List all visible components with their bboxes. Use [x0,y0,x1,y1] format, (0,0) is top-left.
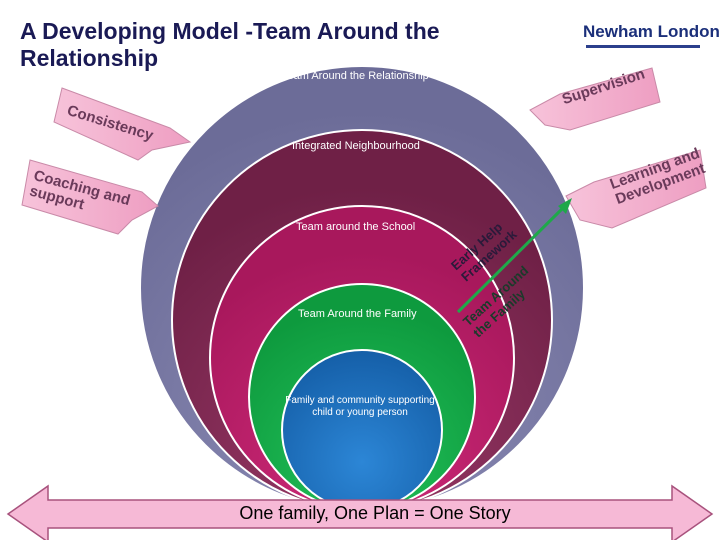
logo-underline [586,45,700,48]
outer-ring-label: Team Around the Relationship [282,70,429,82]
framework-arrow-line [456,204,567,314]
family-ring-label: Team Around the Family [298,308,417,320]
bottom-slogan: One family, One Plan = One Story [239,503,511,523]
bottom-double-arrow [6,484,714,540]
inner-circle-label: Family and community supporting child or… [285,395,435,418]
consistency-arrow [53,87,192,161]
inner-circle [281,349,443,511]
neighbourhood-ring-label: Integrated Neighbourhood [292,140,420,152]
learning-arrow [565,149,707,229]
newham-logo: Newham London [583,22,720,41]
framework-arrow-head [558,198,572,214]
page-title: A Developing Model -Team Around the Rela… [20,18,440,71]
school-ring-label: Team around the School [296,221,416,233]
coaching-arrow [21,159,159,235]
supervision-arrow [529,67,661,131]
